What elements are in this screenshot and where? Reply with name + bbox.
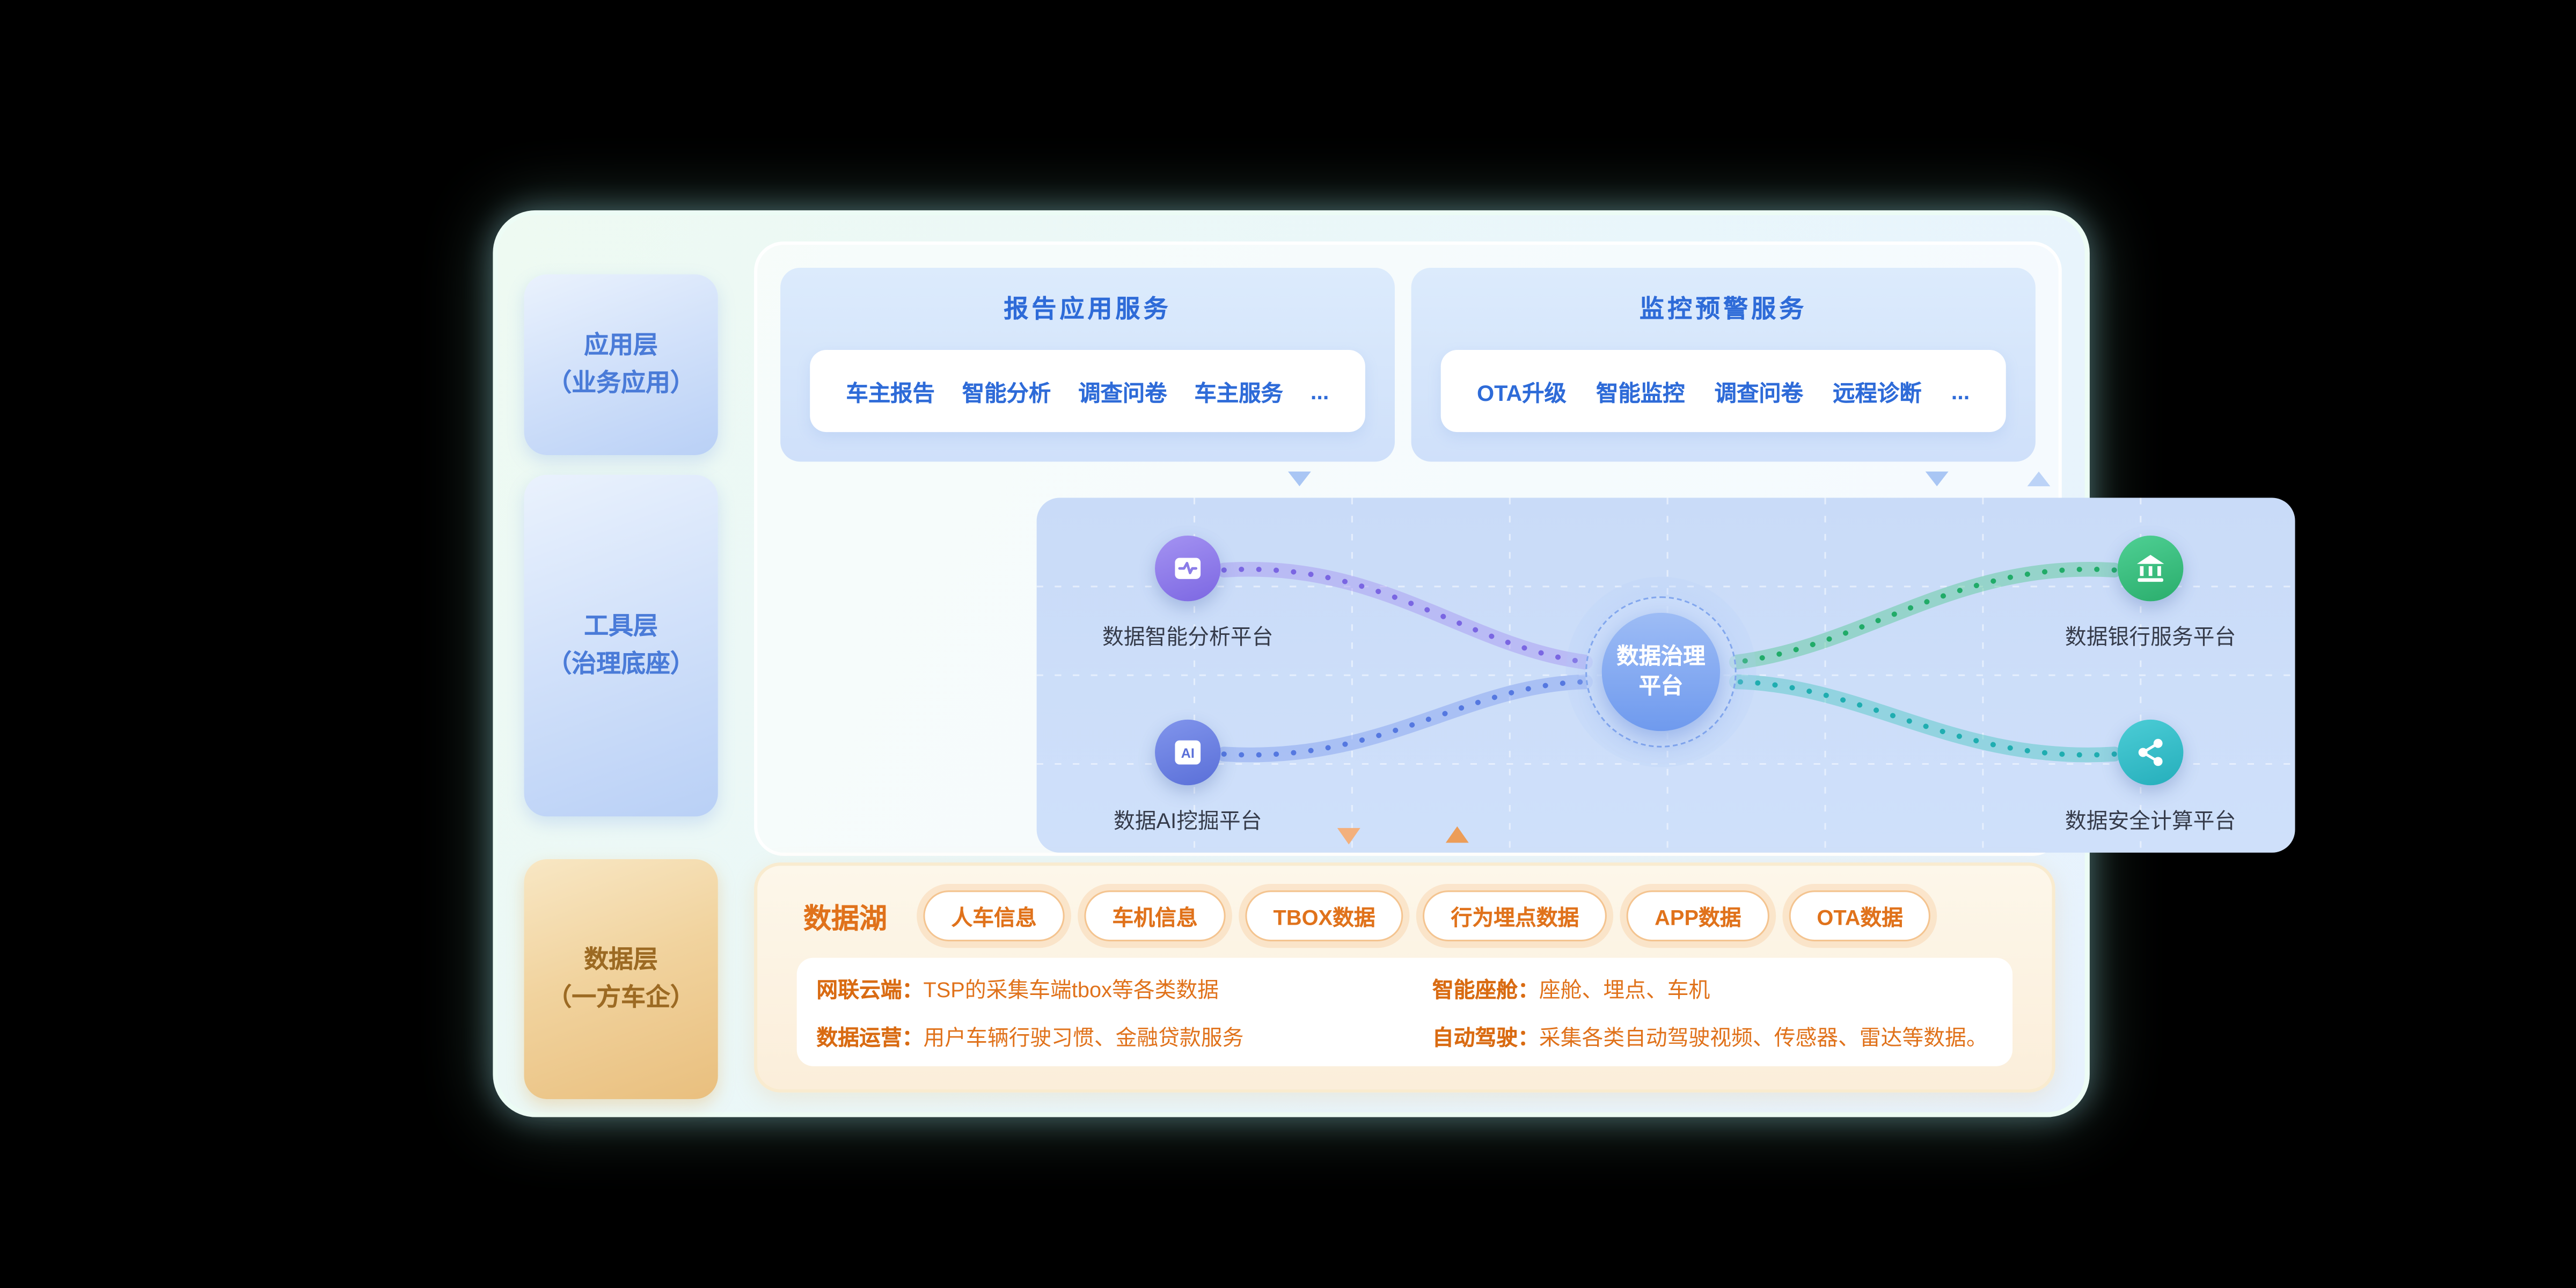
layer-data-line1: 数据层 xyxy=(584,945,658,974)
bank-building-icon xyxy=(2136,554,2164,582)
node-security xyxy=(2117,719,2184,786)
report-service-box: 报告应用服务 车主报告 智能分析 调查问卷 车主服务 ... xyxy=(780,267,1395,462)
detail-autonomous: 自动驾驶：采集各类自动驾驶视频、传感器、雷达等数据。 xyxy=(1432,1025,1988,1050)
tag-behavior-tracking-data: 行为埋点数据 xyxy=(1423,890,1607,942)
monitor-item-more: ... xyxy=(1951,378,1970,404)
layer-data: 数据层 （一方车企） xyxy=(524,859,718,1099)
report-service-bar: 车主报告 智能分析 调查问卷 车主服务 ... xyxy=(810,350,1365,433)
monitor-service-box: 监控预警服务 OTA升级 智能监控 调查问卷 远程诊断 ... xyxy=(1411,267,2036,462)
report-item-smart-analysis: 智能分析 xyxy=(962,381,1051,406)
arrow-up-monitor-icon xyxy=(2027,471,2051,487)
layer-application-line1: 应用层 xyxy=(584,331,658,359)
governance-center: 数据治理 平台 xyxy=(1601,612,1721,731)
governance-center-line1: 数据治理 xyxy=(1616,645,1706,670)
detail-cloud: 网联云端：TSP的采集车端tbox等各类数据 xyxy=(816,977,1219,1002)
node-bank xyxy=(2117,535,2184,602)
governance-map: 数据治理 平台 数据智能分析平台 AI 数据A xyxy=(1036,497,2295,853)
monitor-item-smart-monitor: 智能监控 xyxy=(1596,381,1685,406)
report-item-survey: 调查问卷 xyxy=(1078,381,1167,406)
data-lake-panel: 数据湖 人车信息 车机信息 TBOX数据 行为埋点数据 APP数据 OTA数据 … xyxy=(754,862,2055,1093)
layer-tooling: 工具层 （治理底座） xyxy=(524,474,718,817)
monitor-service-bar: OTA升级 智能监控 调查问卷 远程诊断 ... xyxy=(1440,350,2006,433)
arrow-down-to-lake-icon xyxy=(1337,828,1360,845)
flow-curves-graphic xyxy=(1036,497,2295,853)
node-ai-mining-label: 数据AI挖掘平台 xyxy=(1114,808,1262,833)
tooling-container: 报告应用服务 车主报告 智能分析 调查问卷 车主服务 ... 监控预警服务 OT… xyxy=(754,241,2295,856)
report-item-owner-report: 车主报告 xyxy=(846,381,935,406)
node-ai-mining: AI xyxy=(1155,719,1221,786)
tag-tbox-data: TBOX数据 xyxy=(1245,890,1403,942)
tag-ota-data: OTA数据 xyxy=(1789,890,1931,942)
arrow-down-monitor-icon xyxy=(1925,471,1949,487)
layer-application-line2: （业务应用） xyxy=(547,369,695,398)
report-service-title: 报告应用服务 xyxy=(1004,296,1172,324)
arrow-up-from-lake-icon xyxy=(1445,826,1469,843)
node-bank-label: 数据银行服务平台 xyxy=(2065,624,2236,649)
svg-text:AI: AI xyxy=(1181,746,1195,761)
share-nodes-icon xyxy=(2138,738,2163,766)
arrow-down-report-icon xyxy=(1288,471,1311,487)
detail-operation: 数据运营：用户车辆行驶习惯、金融贷款服务 xyxy=(816,1025,1244,1050)
layer-data-line2: （一方车企） xyxy=(547,984,695,1012)
node-analysis xyxy=(1155,535,1221,602)
pulse-monitor-icon xyxy=(1175,558,1201,579)
ai-box-icon: AI xyxy=(1175,740,1201,765)
governance-center-line2: 平台 xyxy=(1638,674,1684,699)
monitor-item-survey: 调查问卷 xyxy=(1714,381,1803,406)
report-item-owner-service: 车主服务 xyxy=(1194,381,1283,406)
main-panel: 应用层 （业务应用） 工具层 （治理底座） 数据层 （一方车企） 报告应用服务 … xyxy=(493,210,2295,1117)
data-lake-details: 网联云端：TSP的采集车端tbox等各类数据 数据运营：用户车辆行驶习惯、金融贷… xyxy=(796,957,2012,1066)
monitor-item-ota: OTA升级 xyxy=(1477,381,1567,406)
layer-application: 应用层 （业务应用） xyxy=(524,274,718,455)
data-lake-header: 数据湖 人车信息 车机信息 TBOX数据 行为埋点数据 APP数据 OTA数据 xyxy=(757,866,2052,942)
tag-head-unit-info: 车机信息 xyxy=(1084,890,1226,942)
node-security-label: 数据安全计算平台 xyxy=(2065,808,2236,833)
monitor-service-title: 监控预警服务 xyxy=(1640,296,1807,324)
layer-tooling-line2: （治理底座） xyxy=(547,650,695,679)
tag-app-data: APP数据 xyxy=(1627,890,1769,942)
monitor-item-remote-diagnosis: 远程诊断 xyxy=(1833,381,1922,406)
detail-cockpit: 智能座舱：座舱、埋点、车机 xyxy=(1432,977,1710,1002)
node-analysis-label: 数据智能分析平台 xyxy=(1102,624,1274,649)
report-item-more: ... xyxy=(1310,378,1329,404)
tag-person-vehicle-info: 人车信息 xyxy=(923,890,1065,942)
data-lake-title: 数据湖 xyxy=(803,903,888,935)
layer-tooling-line1: 工具层 xyxy=(584,612,658,640)
